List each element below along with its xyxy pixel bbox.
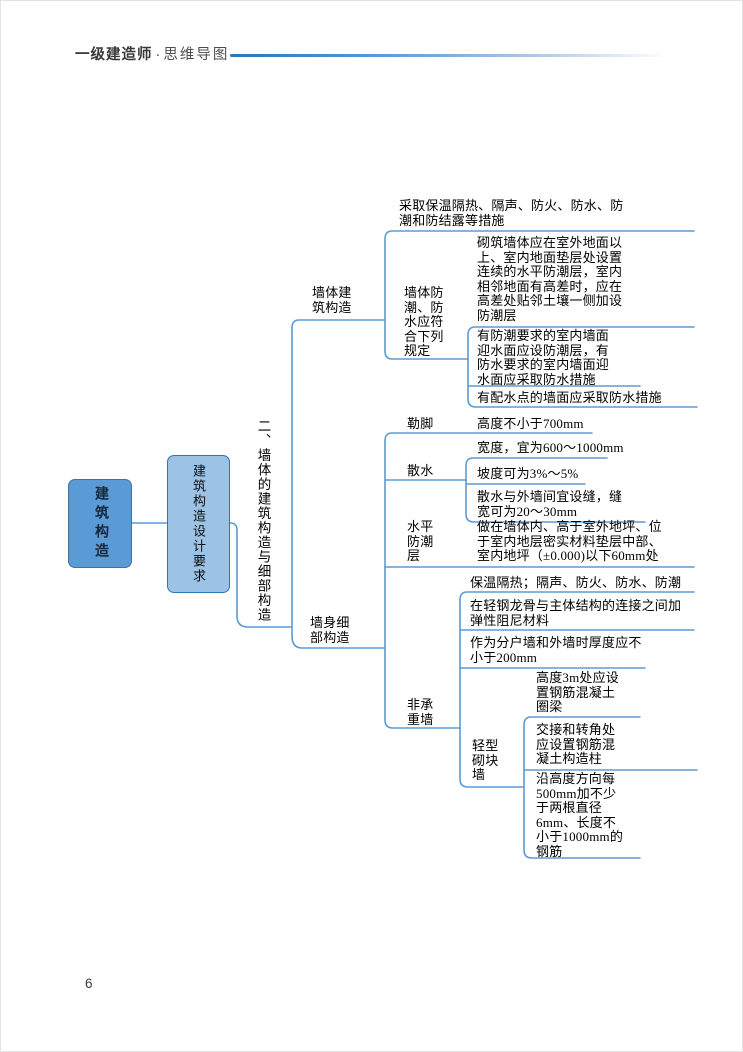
leaf-nonbearing-item-3: 作为分户墙和外墙时厚度应不小于200mm bbox=[470, 635, 642, 665]
link-design-to-section bbox=[227, 522, 293, 628]
node-design-requirements: 建筑构造设计要求 bbox=[167, 455, 230, 593]
leaf-nonbearing-item-2: 在轻钢龙骨与主体结构的连接之间加弹性阻尼材料 bbox=[470, 598, 682, 628]
node-wall-details: 墙身细部构造 bbox=[310, 615, 350, 645]
spine-section bbox=[291, 319, 386, 649]
bracket-wall-details bbox=[384, 432, 593, 729]
page-number: 6 bbox=[85, 976, 93, 991]
leaf-apron-width: 宽度，宜为600～1000mm bbox=[477, 440, 624, 455]
leaf-block-ring-beam: 高度3m处应设置钢筋混凝土圈梁 bbox=[536, 670, 620, 714]
bracket-moisture-rule bbox=[467, 326, 698, 408]
bracket-wall-construction bbox=[384, 230, 695, 360]
node-section-title: 二、墙体的建筑构造与细部构造 bbox=[255, 419, 271, 622]
node-plinth: 勒脚 bbox=[407, 416, 434, 431]
leaf-nonbearing-item-1: 保温隔热；隔声、防火、防水、防潮 bbox=[470, 575, 682, 590]
leaf-insulation-measures: 采取保温隔热、隔声、防火、防水、防潮和防结露等措施 bbox=[399, 198, 624, 228]
brand-separator-dot: · bbox=[155, 47, 161, 63]
bracket-nonbearing bbox=[459, 591, 695, 788]
node-design-requirements-label: 建筑构造设计要求 bbox=[191, 464, 206, 584]
node-root-label: 建筑构造 bbox=[93, 485, 108, 562]
node-moisture-rule: 墙体防潮、防水应符合下列规定 bbox=[404, 285, 444, 358]
leaf-apron-gap: 散水与外墙间宜设缝，缝宽可为20～30mm bbox=[477, 489, 623, 519]
header-rule bbox=[230, 54, 668, 57]
node-root: 建筑构造 bbox=[68, 479, 132, 568]
leaf-moisture-item-3: 有配水点的墙面应采取防水措施 bbox=[477, 390, 662, 405]
leaf-plinth-height: 高度不小于700mm bbox=[477, 416, 584, 431]
leaf-dpc-position: 做在墙体内、高于室外地坪、位于室内地层密实材料垫层中部、室内地坪（±0.000)… bbox=[477, 519, 662, 563]
leaf-moisture-item-2: 有防潮要求的室内墙面迎水面应设防潮层，有防水要求的室内墙面迎水面应采取防水措施 bbox=[477, 328, 610, 387]
leaf-block-column: 交接和转角处应设置钢筋混凝土构造柱 bbox=[536, 722, 616, 766]
page-header: 一级建造师 · 思维导图 bbox=[75, 43, 229, 64]
bracket-apron bbox=[465, 457, 646, 523]
node-light-block-wall: 轻型砌块墙 bbox=[472, 738, 499, 782]
header-title: 思维导图 bbox=[163, 47, 230, 63]
leaf-apron-slope: 坡度可为3%～5% bbox=[477, 466, 579, 481]
node-wall-construction: 墙体建筑构造 bbox=[312, 285, 352, 315]
brand-text: 一级建造师 bbox=[75, 47, 153, 63]
node-dpc: 水平防潮层 bbox=[407, 519, 434, 563]
leaf-block-rebar: 沿高度方向每500mm加不少于两根直径6mm、长度不小于1000mm的钢筋 bbox=[536, 771, 624, 859]
node-apron: 散水 bbox=[407, 463, 434, 478]
node-nonbearing-wall: 非承重墙 bbox=[407, 697, 434, 727]
leaf-moisture-item-1: 砌筑墙体应在室外地面以上、室内地面垫层处设置连续的水平防潮层，室内相邻地面有高差… bbox=[477, 235, 623, 323]
bracket-light-block bbox=[523, 716, 641, 859]
